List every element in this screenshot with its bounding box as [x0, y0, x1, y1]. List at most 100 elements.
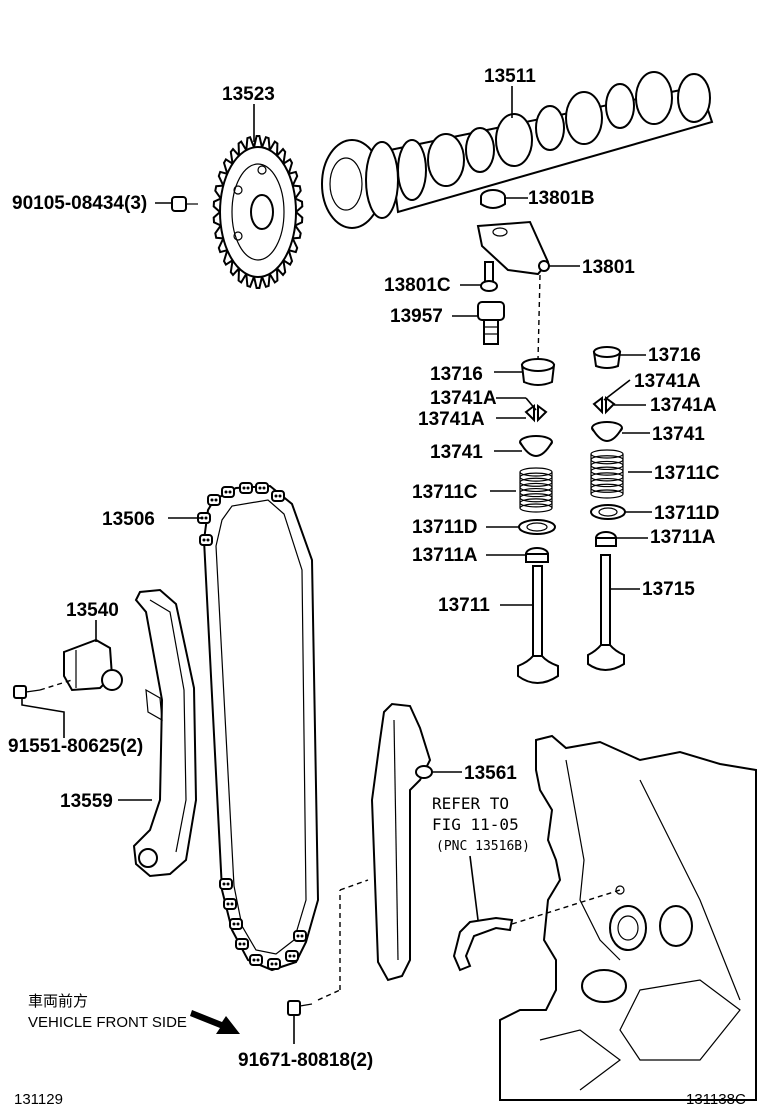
label-13716-right: 13716 [648, 345, 701, 366]
valve-stem-seal-left[interactable] [525, 547, 549, 563]
label-13711A-left: 13711A [412, 545, 478, 566]
chain-pin [236, 922, 240, 926]
chain-link [271, 490, 285, 502]
vehicle-front-jp: 車両前方 [28, 993, 88, 1010]
chain-link [199, 534, 213, 546]
label-13741A-right-1: 13741A [634, 371, 701, 392]
chain-link [223, 898, 237, 910]
spring-seat-left[interactable] [518, 519, 556, 535]
label-13716-left: 13716 [430, 364, 483, 385]
chain-link [219, 878, 233, 890]
chain-pin [270, 962, 274, 966]
figure-number-right: 131138C [686, 1091, 746, 1108]
chain-link [229, 918, 243, 930]
label-13511: 13511 [484, 66, 536, 87]
refer-to-line-1: REFER TO [432, 794, 509, 813]
label-91671-80818: 91671-80818(2) [238, 1050, 373, 1071]
engine-block [499, 734, 757, 1101]
chain-pin [262, 486, 266, 490]
chain-pin [226, 902, 230, 906]
label-13741A-left-2: 13741A [418, 409, 485, 430]
label-91551-80625: 91551-80625(2) [8, 736, 143, 757]
label-13559: 13559 [60, 791, 113, 812]
label-13711C-left: 13711C [412, 482, 478, 503]
label-13741A-left-1: 13741A [430, 388, 497, 409]
label-13801C: 13801C [384, 275, 451, 296]
label-13561: 13561 [464, 763, 517, 784]
refer-to-line-2: FIG 11-05 [432, 815, 519, 834]
label-90105-08434: 90105-08434(3) [12, 193, 147, 214]
chain-pin [204, 516, 208, 520]
label-13715: 13715 [642, 579, 695, 600]
valve-retainer-right[interactable] [591, 421, 623, 442]
refer-to-line-3: (PNC 13516B) [436, 839, 530, 854]
chain-pin [246, 486, 250, 490]
chain-pin [242, 942, 246, 946]
chain-vibration-damper[interactable] [370, 702, 433, 982]
chain-pin [242, 486, 246, 490]
camshaft-sprocket[interactable] [212, 135, 304, 289]
adjusting-screw[interactable] [480, 261, 498, 292]
valve-spring-right[interactable] [590, 449, 624, 499]
valve-retainer-left[interactable] [519, 435, 553, 457]
label-13711D-right: 13711D [654, 503, 720, 524]
tensioner-bolt[interactable] [13, 685, 41, 699]
exhaust-valve[interactable] [587, 554, 625, 671]
label-13506: 13506 [102, 509, 155, 530]
chain-pin [252, 958, 256, 962]
label-13711A-right: 13711A [650, 527, 716, 548]
vehicle-front-en: VEHICLE FRONT SIDE [28, 1014, 187, 1031]
valve-keeper-left[interactable] [524, 404, 548, 423]
chain-pin [232, 922, 236, 926]
label-13523: 13523 [222, 84, 275, 105]
vehicle-front-arrow-icon [190, 1010, 240, 1034]
chain-pin [228, 490, 232, 494]
chain-link [249, 954, 263, 966]
label-13711D-left: 13711D [412, 517, 478, 538]
oil-jet-pipe[interactable] [452, 916, 514, 972]
chain-pin [300, 934, 304, 938]
timing-chain[interactable] [197, 482, 320, 972]
chain-pin [214, 498, 218, 502]
chain-pin [206, 538, 210, 542]
figure-number-left: 131129 [14, 1091, 63, 1108]
label-13801B: 13801B [528, 188, 595, 209]
chain-pin [210, 498, 214, 502]
chain-pin [202, 538, 206, 542]
label-13741-left: 13741 [430, 442, 483, 463]
adjusting-nut[interactable] [480, 189, 506, 209]
chain-pin [274, 962, 278, 966]
valve-spring-left[interactable] [519, 467, 553, 513]
label-13711: 13711 [438, 595, 490, 616]
valve-stem-seal-right[interactable] [595, 531, 617, 547]
chain-pin [274, 494, 278, 498]
label-13741-right: 13741 [652, 424, 705, 445]
chain-link [221, 486, 235, 498]
valve-lifter-right[interactable] [592, 346, 622, 369]
chain-link [235, 938, 249, 950]
chain-tensioner-slipper[interactable] [132, 588, 198, 878]
chain-pin [278, 494, 282, 498]
chain-pin [256, 958, 260, 962]
valve-lifter-left[interactable] [520, 358, 556, 386]
damper-bolt[interactable] [287, 1000, 313, 1016]
intake-valve[interactable] [517, 565, 559, 684]
chain-pin [226, 882, 230, 886]
spring-seat-right[interactable] [590, 504, 626, 520]
chain-link [267, 958, 281, 970]
chain-pin [258, 486, 262, 490]
chain-link [207, 494, 221, 506]
sprocket-bolt[interactable] [171, 196, 198, 212]
valve-keeper-right[interactable] [592, 396, 616, 415]
label-13957: 13957 [390, 306, 443, 327]
rocker-arm[interactable] [476, 220, 550, 276]
chain-link [293, 930, 307, 942]
chain-pin [224, 490, 228, 494]
chain-tensioner[interactable] [63, 638, 123, 692]
chain-pin [288, 954, 292, 958]
camshaft[interactable] [321, 71, 714, 229]
label-13540: 13540 [66, 600, 119, 621]
rocker-bolt[interactable] [477, 301, 505, 345]
chain-link [255, 482, 269, 494]
